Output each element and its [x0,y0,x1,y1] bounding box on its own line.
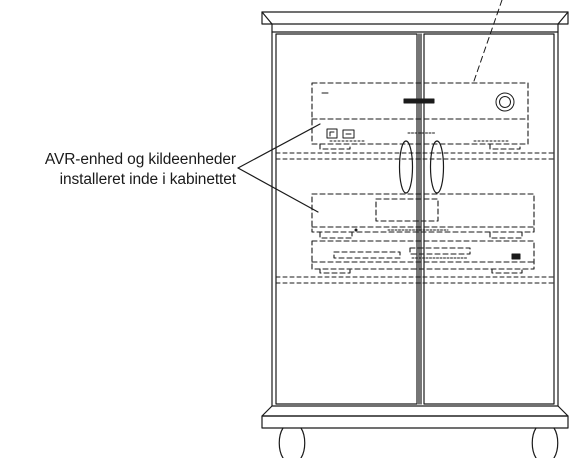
callout-label: AVR-enhed og kildeenheder installeret in… [4,150,236,190]
source-unit-2-details [411,253,521,260]
door-handle-right [429,140,445,194]
source-unit-1-details [354,228,449,232]
cabinet-caster-right [531,427,559,459]
cabinet-top-molding [261,11,569,33]
cabinet-base [261,405,569,429]
callout-line-2: installeret inde i kabinettet [59,171,236,188]
source-unit-1-outline [311,193,535,239]
avr-unit-front-details [321,92,515,142]
door-handle-left [398,140,414,194]
callout-line-1: AVR-enhed og kildeenheder [44,151,236,168]
cabinet-caster-left [278,427,306,459]
top-leader-line [473,0,503,82]
callout-leader-lines [237,123,321,213]
cabinet-doors [275,33,555,405]
hidden-shelves [275,152,555,284]
source-unit-2-outline [311,240,535,274]
avr-unit-outline [311,82,529,150]
cabinet-body [271,31,559,407]
